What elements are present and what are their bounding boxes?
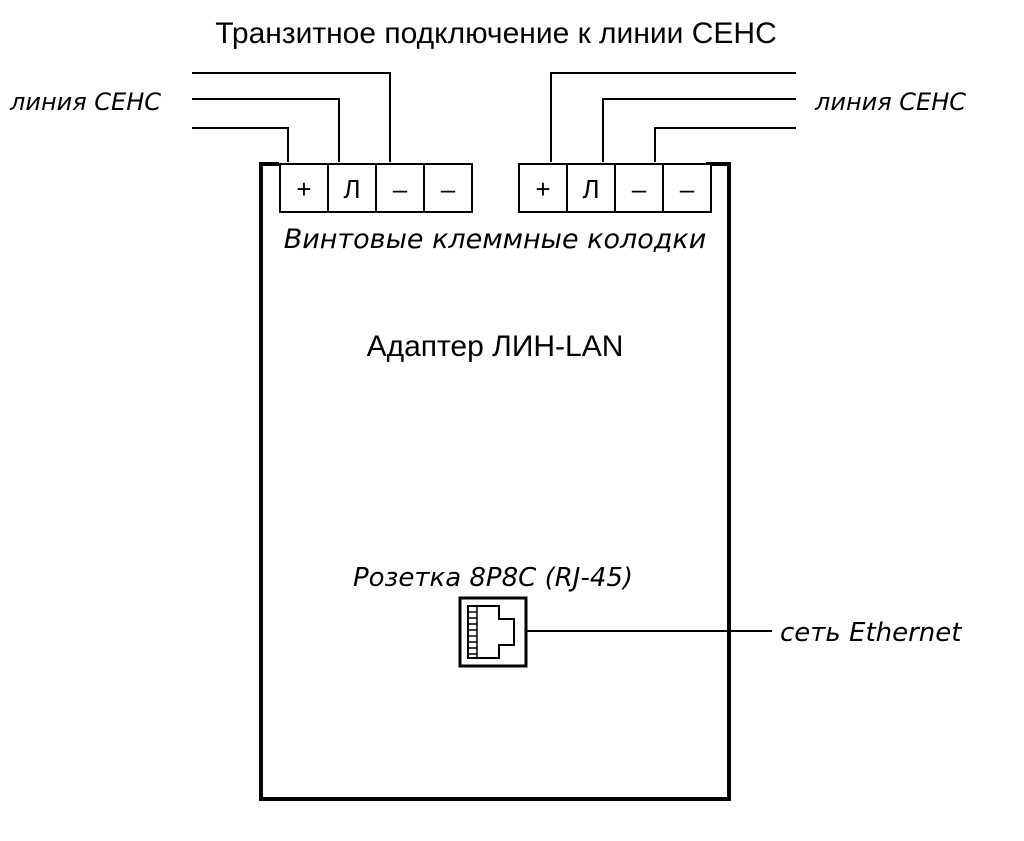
- terminal-cell: [327, 163, 377, 213]
- terminal-label: Л: [343, 174, 360, 204]
- terminal-cell: [375, 163, 425, 213]
- terminal-label: –: [680, 174, 695, 204]
- adapter-name: Адаптер ЛИН-LAN: [367, 330, 624, 363]
- terminal-cell: [614, 163, 664, 213]
- terminal-right-3: –: [614, 163, 664, 213]
- terminal-left-1: +: [279, 163, 329, 213]
- terminal-label: Л: [582, 174, 599, 204]
- socket-label: Розетка 8P8C (RJ-45): [353, 563, 633, 593]
- ethernet-label: сеть Ethernet: [780, 618, 962, 648]
- right-wire-l: [602, 98, 796, 162]
- terminal-block-right: + Л – –: [518, 163, 712, 213]
- left-wire-minus: [192, 72, 391, 162]
- terminal-label: +: [535, 174, 550, 204]
- terminal-label: –: [632, 174, 647, 204]
- terminal-cell: [566, 163, 616, 213]
- terminal-right-1: +: [518, 163, 568, 213]
- right-wire-plus: [550, 72, 796, 162]
- terminal-label: –: [441, 174, 456, 204]
- terminal-block-left: + Л – –: [279, 163, 473, 213]
- terminal-cell: [279, 163, 329, 213]
- terminal-left-3: –: [375, 163, 425, 213]
- left-wire-plus: [192, 127, 289, 162]
- terminal-left-2: Л: [327, 163, 377, 213]
- terminal-label: +: [296, 174, 311, 204]
- rj45-socket-icon: [458, 596, 528, 668]
- terminal-left-4: –: [423, 163, 473, 213]
- left-wire-l: [192, 98, 340, 162]
- line-right-label: линия СЕНС: [814, 88, 966, 116]
- adapter-housing: [259, 162, 731, 801]
- right-line-wires: [550, 72, 796, 162]
- terminal-cell: [518, 163, 568, 213]
- left-line-wires: [192, 72, 391, 162]
- terminal-cell: [423, 163, 473, 213]
- terminal-blocks-label: Винтовые клеммные колодки: [284, 224, 707, 255]
- terminal-cell: [662, 163, 712, 213]
- terminal-right-2: Л: [566, 163, 616, 213]
- terminal-label: –: [393, 174, 408, 204]
- right-wire-minus: [654, 127, 796, 162]
- line-left-label: линия СЕНС: [9, 88, 161, 116]
- diagram-title: Транзитное подключение к линии СЕНС: [215, 17, 777, 50]
- terminal-right-4: –: [662, 163, 712, 213]
